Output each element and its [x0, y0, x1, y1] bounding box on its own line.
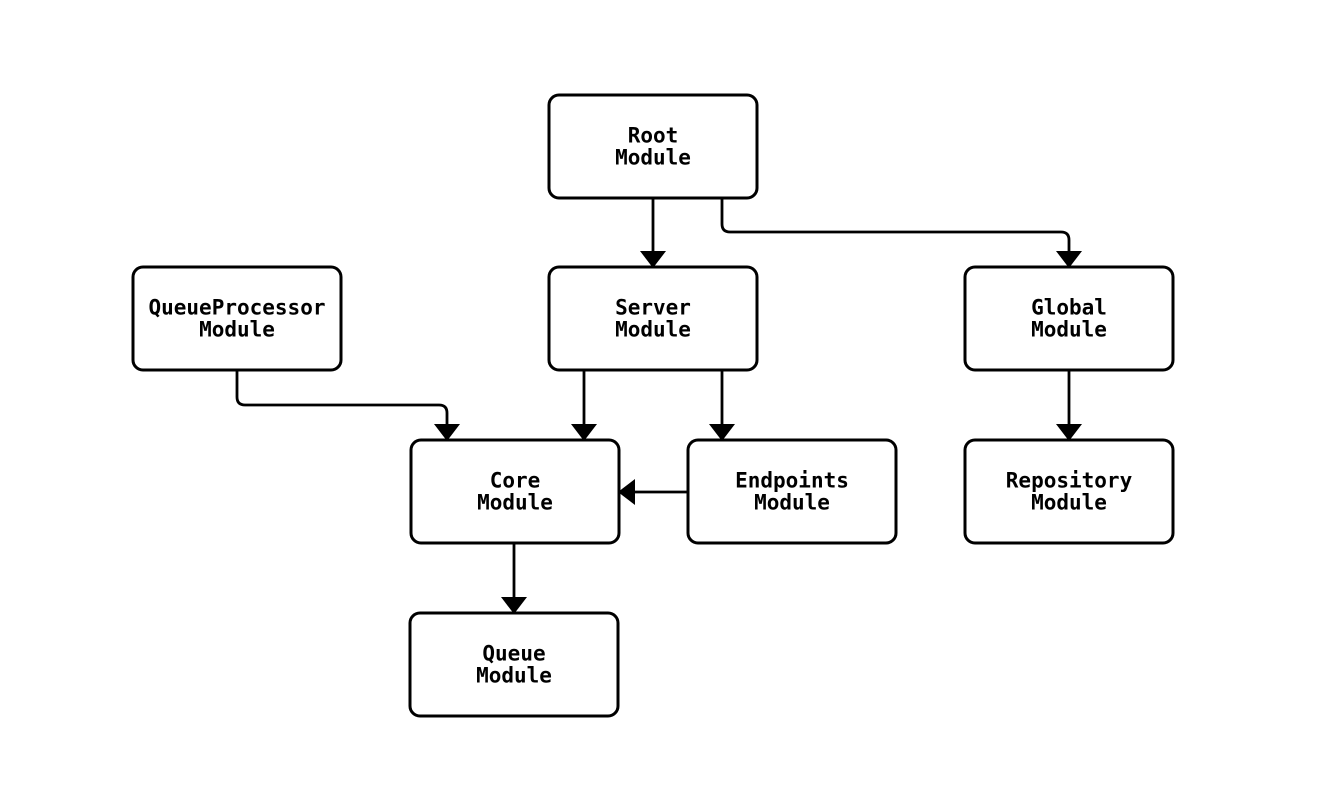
node-server-label-line: Module: [615, 318, 691, 342]
node-queueprocessor-label-line: Module: [199, 318, 275, 342]
node-core-box: [409, 438, 621, 545]
node-global-label-line: Global: [1031, 296, 1107, 320]
node-endpoints-label-line: Module: [754, 491, 830, 515]
node-queue-label-line: Module: [476, 664, 552, 688]
node-core-label-line: Module: [477, 491, 553, 515]
node-server-label-line: Server: [615, 296, 691, 320]
node-repository-label-line: Repository: [1006, 469, 1133, 493]
edge-queueprocessor-core: [235, 370, 460, 441]
node-queueprocessor-label-line: QueueProcessor: [148, 296, 325, 320]
node-global-box: [963, 265, 1175, 372]
node-queueprocessor-box: [131, 265, 343, 372]
node-endpoints-box: [686, 438, 898, 545]
node-root-label-line: Root: [628, 124, 679, 148]
node-root-box: [547, 93, 759, 200]
node-server-box: [547, 265, 759, 372]
node-queue-box: [408, 611, 620, 718]
node-global-label-line: Module: [1031, 318, 1107, 342]
node-core-label-line: Core: [490, 469, 541, 493]
node-root-label-line: Module: [615, 146, 691, 170]
node-repository-box: [963, 438, 1175, 545]
node-queue-label-line: Queue: [482, 642, 545, 666]
node-endpoints-label-line: Endpoints: [735, 469, 849, 493]
node-repository-label-line: Module: [1031, 491, 1107, 515]
edge-root-global: [720, 198, 1082, 268]
